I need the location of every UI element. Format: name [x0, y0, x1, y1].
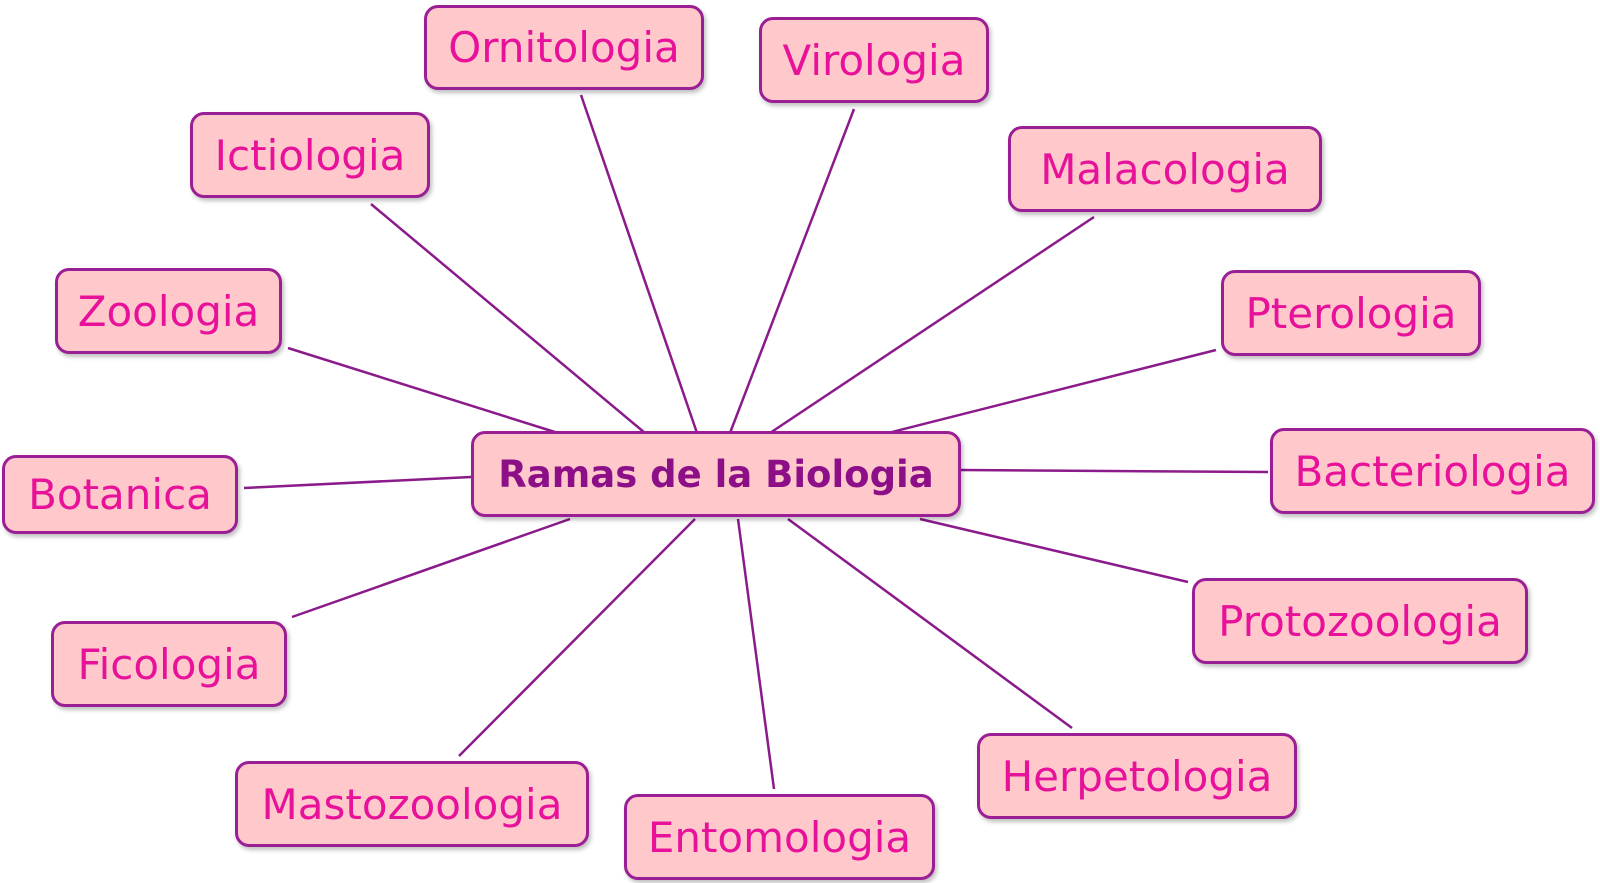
- branch-label: Malacologia: [1040, 144, 1290, 194]
- connector-virologia: [728, 108, 856, 434]
- branch-node-zoologia: Zoologia: [55, 268, 282, 354]
- connector-bacteriologia: [959, 468, 1269, 474]
- branch-label: Ficologia: [77, 639, 261, 689]
- branch-node-ictiologia: Ictiologia: [190, 112, 430, 198]
- branch-node-entomologia: Entomologia: [624, 794, 935, 880]
- branch-label: Zoologia: [77, 286, 260, 336]
- branch-node-bacteriologia: Bacteriologia: [1270, 428, 1595, 514]
- branch-node-mastozoologia: Mastozoologia: [235, 761, 589, 847]
- branch-label: Bacteriologia: [1294, 446, 1571, 496]
- branch-node-herpetologia: Herpetologia: [977, 733, 1297, 819]
- connector-ficologia: [291, 517, 571, 619]
- branch-node-malacologia: Malacologia: [1008, 126, 1322, 212]
- connector-pterologia: [887, 348, 1217, 435]
- branch-node-ficologia: Ficologia: [51, 621, 287, 707]
- branch-node-pterologia: Pterologia: [1221, 270, 1481, 356]
- branch-node-virologia: Virologia: [759, 17, 989, 103]
- connector-mastozoologia: [458, 518, 696, 757]
- center-node-label: Ramas de la Biologia: [498, 452, 934, 496]
- branch-label: Botanica: [28, 470, 212, 519]
- connector-ornitologia: [579, 94, 699, 434]
- branch-label: Pterologia: [1245, 288, 1457, 338]
- connector-botanica: [243, 475, 472, 490]
- connector-entomologia: [736, 518, 776, 790]
- branch-label: Mastozoologia: [261, 779, 563, 829]
- connector-malacologia: [769, 215, 1095, 435]
- branch-label: Protozoologia: [1218, 596, 1502, 646]
- center-node: Ramas de la Biologia: [471, 431, 961, 517]
- branch-node-botanica: Botanica: [2, 455, 238, 534]
- branch-label: Entomologia: [647, 812, 912, 862]
- branch-node-protozoologia: Protozoologia: [1192, 578, 1528, 664]
- connector-herpetologia: [787, 517, 1073, 730]
- connector-zoologia: [287, 346, 559, 435]
- branch-label: Herpetologia: [1001, 751, 1273, 801]
- branch-label: Virologia: [782, 35, 966, 85]
- connector-protozoologia: [919, 517, 1189, 584]
- branch-label: Ornitologia: [448, 23, 680, 72]
- connector-ictiologia: [370, 203, 646, 434]
- branch-node-ornitologia: Ornitologia: [424, 5, 704, 90]
- branch-label: Ictiologia: [214, 130, 406, 180]
